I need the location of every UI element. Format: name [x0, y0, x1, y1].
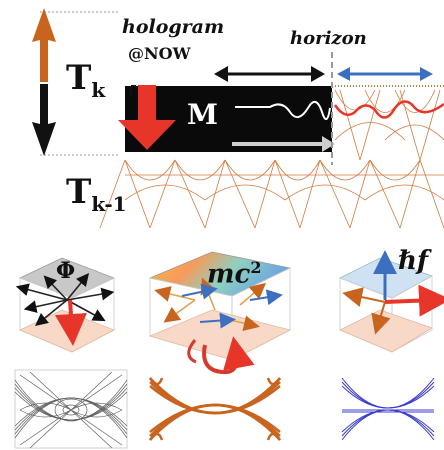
phi-label: Φ — [56, 258, 76, 284]
black-double-arrow — [214, 66, 325, 82]
blue-double-arrow — [337, 67, 433, 81]
t-k-label: Tk — [66, 58, 105, 102]
time-level-lines — [40, 11, 120, 156]
band-arrow — [232, 136, 335, 152]
mc2-sup: 2 — [250, 258, 262, 277]
hologram-label: hologram — [122, 16, 225, 38]
eye-pattern-orange — [148, 377, 282, 441]
t-k-sub: k — [91, 77, 106, 102]
horizon-mesh — [332, 85, 444, 161]
hologram-band — [125, 86, 332, 152]
red-down-arrow — [118, 85, 176, 150]
mc2-main: mc — [207, 259, 251, 290]
hf-label: ℏf — [398, 246, 429, 276]
eye-pattern-grey — [14, 369, 128, 449]
cube-hf — [339, 250, 444, 353]
now-label: @NOW — [128, 44, 191, 63]
t-k1-label: Tk-1 — [66, 172, 127, 216]
t-k1-main: T — [66, 172, 92, 212]
t-k-main: T — [66, 58, 92, 98]
cube-phi — [15, 257, 116, 353]
cube-mc2 — [148, 251, 292, 375]
mesh-lattice — [99, 159, 444, 229]
mass-label: M — [187, 98, 218, 131]
t-k1-sub: k-1 — [91, 191, 127, 216]
red-wave — [333, 100, 444, 119]
mc2-label: mc2 — [207, 258, 261, 290]
time-arrow — [32, 8, 56, 156]
horizon-label: horizon — [290, 28, 367, 49]
eye-pattern-blue — [341, 377, 435, 441]
white-wave — [235, 101, 331, 120]
